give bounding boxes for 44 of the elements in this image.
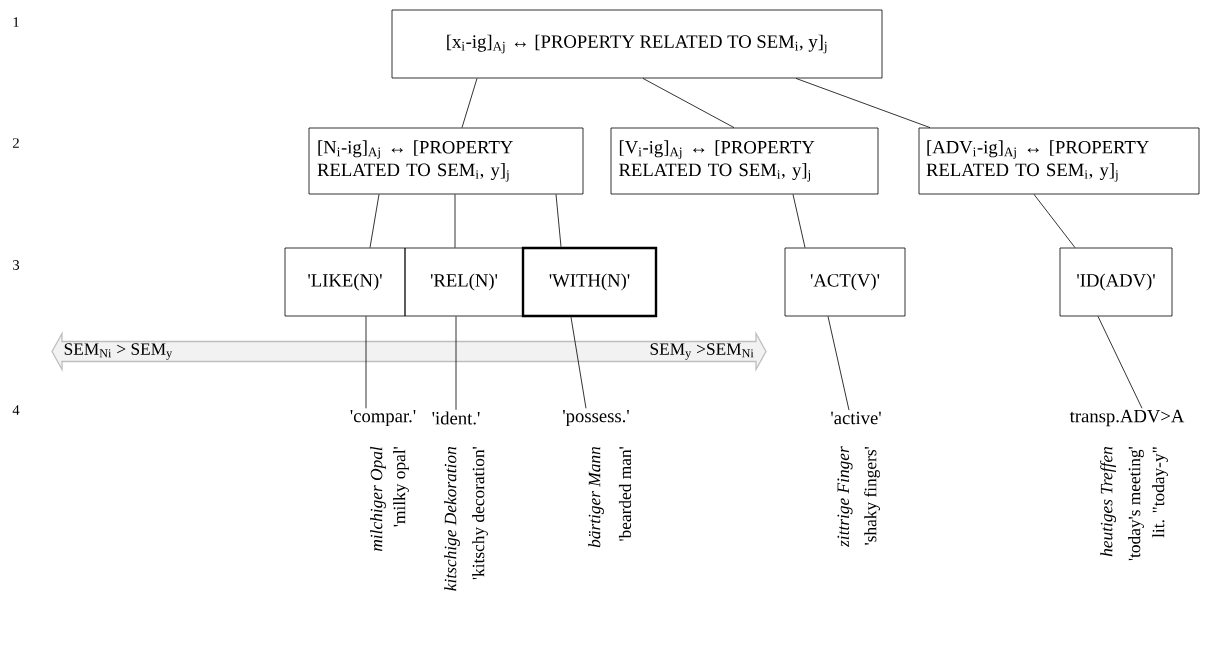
example-text: bärtiger Mann xyxy=(588,447,604,548)
tree-branch xyxy=(570,316,587,409)
tree-branch xyxy=(365,316,367,409)
scale-label: SEM$_{y}$ >SEM$_{Ni}$ xyxy=(650,343,754,360)
category-box: [ADV$_{i}$-ig]$_{Aj}$ ↔ [PROPERTY RELATED TO SEM$_{i}$, y]$_{j}$ xyxy=(918,127,1200,195)
tree-branch xyxy=(454,194,456,248)
category-box: [V$_{i}$-ig]$_{Aj}$ ↔ [PROPERTY RELATED TO SEM$_{i}$, y]$_{j}$ xyxy=(610,127,879,195)
tree-branch xyxy=(555,194,562,248)
example-text: 'bearded man' xyxy=(618,447,632,541)
tree-branch xyxy=(369,194,380,248)
category-box: [x$_{i}$-ig]$_{Aj}$ ↔ [PROPERTY RELATED TO SEM$_{i}$, y]$_{j}$ xyxy=(391,9,883,79)
category-box: 'REL(N)' xyxy=(404,247,524,317)
level-number: 4 xyxy=(12,405,20,415)
example-text: zittrige Finger xyxy=(837,446,853,548)
level-number: 1 xyxy=(13,17,19,27)
gloss-label: 'possess.' xyxy=(563,409,629,427)
category-box: 'LIKE(N)' xyxy=(284,247,406,317)
example-text: 'shaky fingers' xyxy=(864,447,880,545)
gloss-label: 'active' xyxy=(831,411,881,425)
example-text: 'kitschy decoration' xyxy=(472,447,488,580)
tree-branch xyxy=(461,78,478,128)
category-box: 'WITH(N)' xyxy=(521,246,658,318)
example-text: heutiges Treffen xyxy=(1100,447,1116,557)
tree-branch xyxy=(1033,194,1076,248)
example-text: 'today's meeting' xyxy=(1128,447,1144,561)
example-text: kitschige Dekoration xyxy=(444,447,460,591)
gloss-label: 'compar.' xyxy=(350,409,416,427)
tree-branch xyxy=(1097,316,1143,409)
tree-branch xyxy=(795,78,931,128)
gloss-label: transp.ADV>A xyxy=(1069,409,1185,427)
example-text: milchiger Opal xyxy=(370,446,386,552)
category-box: [N$_{i}$-ig]$_{Aj}$ ↔ [PROPERTY RELATED TO SEM$_{i}$, y]$_{j}$ xyxy=(308,127,584,195)
level-number: 3 xyxy=(13,260,20,270)
tree-branch xyxy=(792,194,806,248)
tree-branch xyxy=(827,316,850,411)
scale-label: SEM$_{Ni}$ > SEM$_{y}$ xyxy=(64,343,173,360)
category-box: 'ID(ADV)' xyxy=(1059,247,1173,317)
tree-branch xyxy=(642,78,735,128)
example-text: lit. "today-y" xyxy=(1152,447,1168,538)
gloss-label: 'ident.' xyxy=(432,411,480,425)
example-text: 'milky opal' xyxy=(393,447,409,527)
level-number: 2 xyxy=(13,138,19,148)
tree-branch xyxy=(455,316,457,411)
category-box: 'ACT(V)' xyxy=(784,247,906,317)
